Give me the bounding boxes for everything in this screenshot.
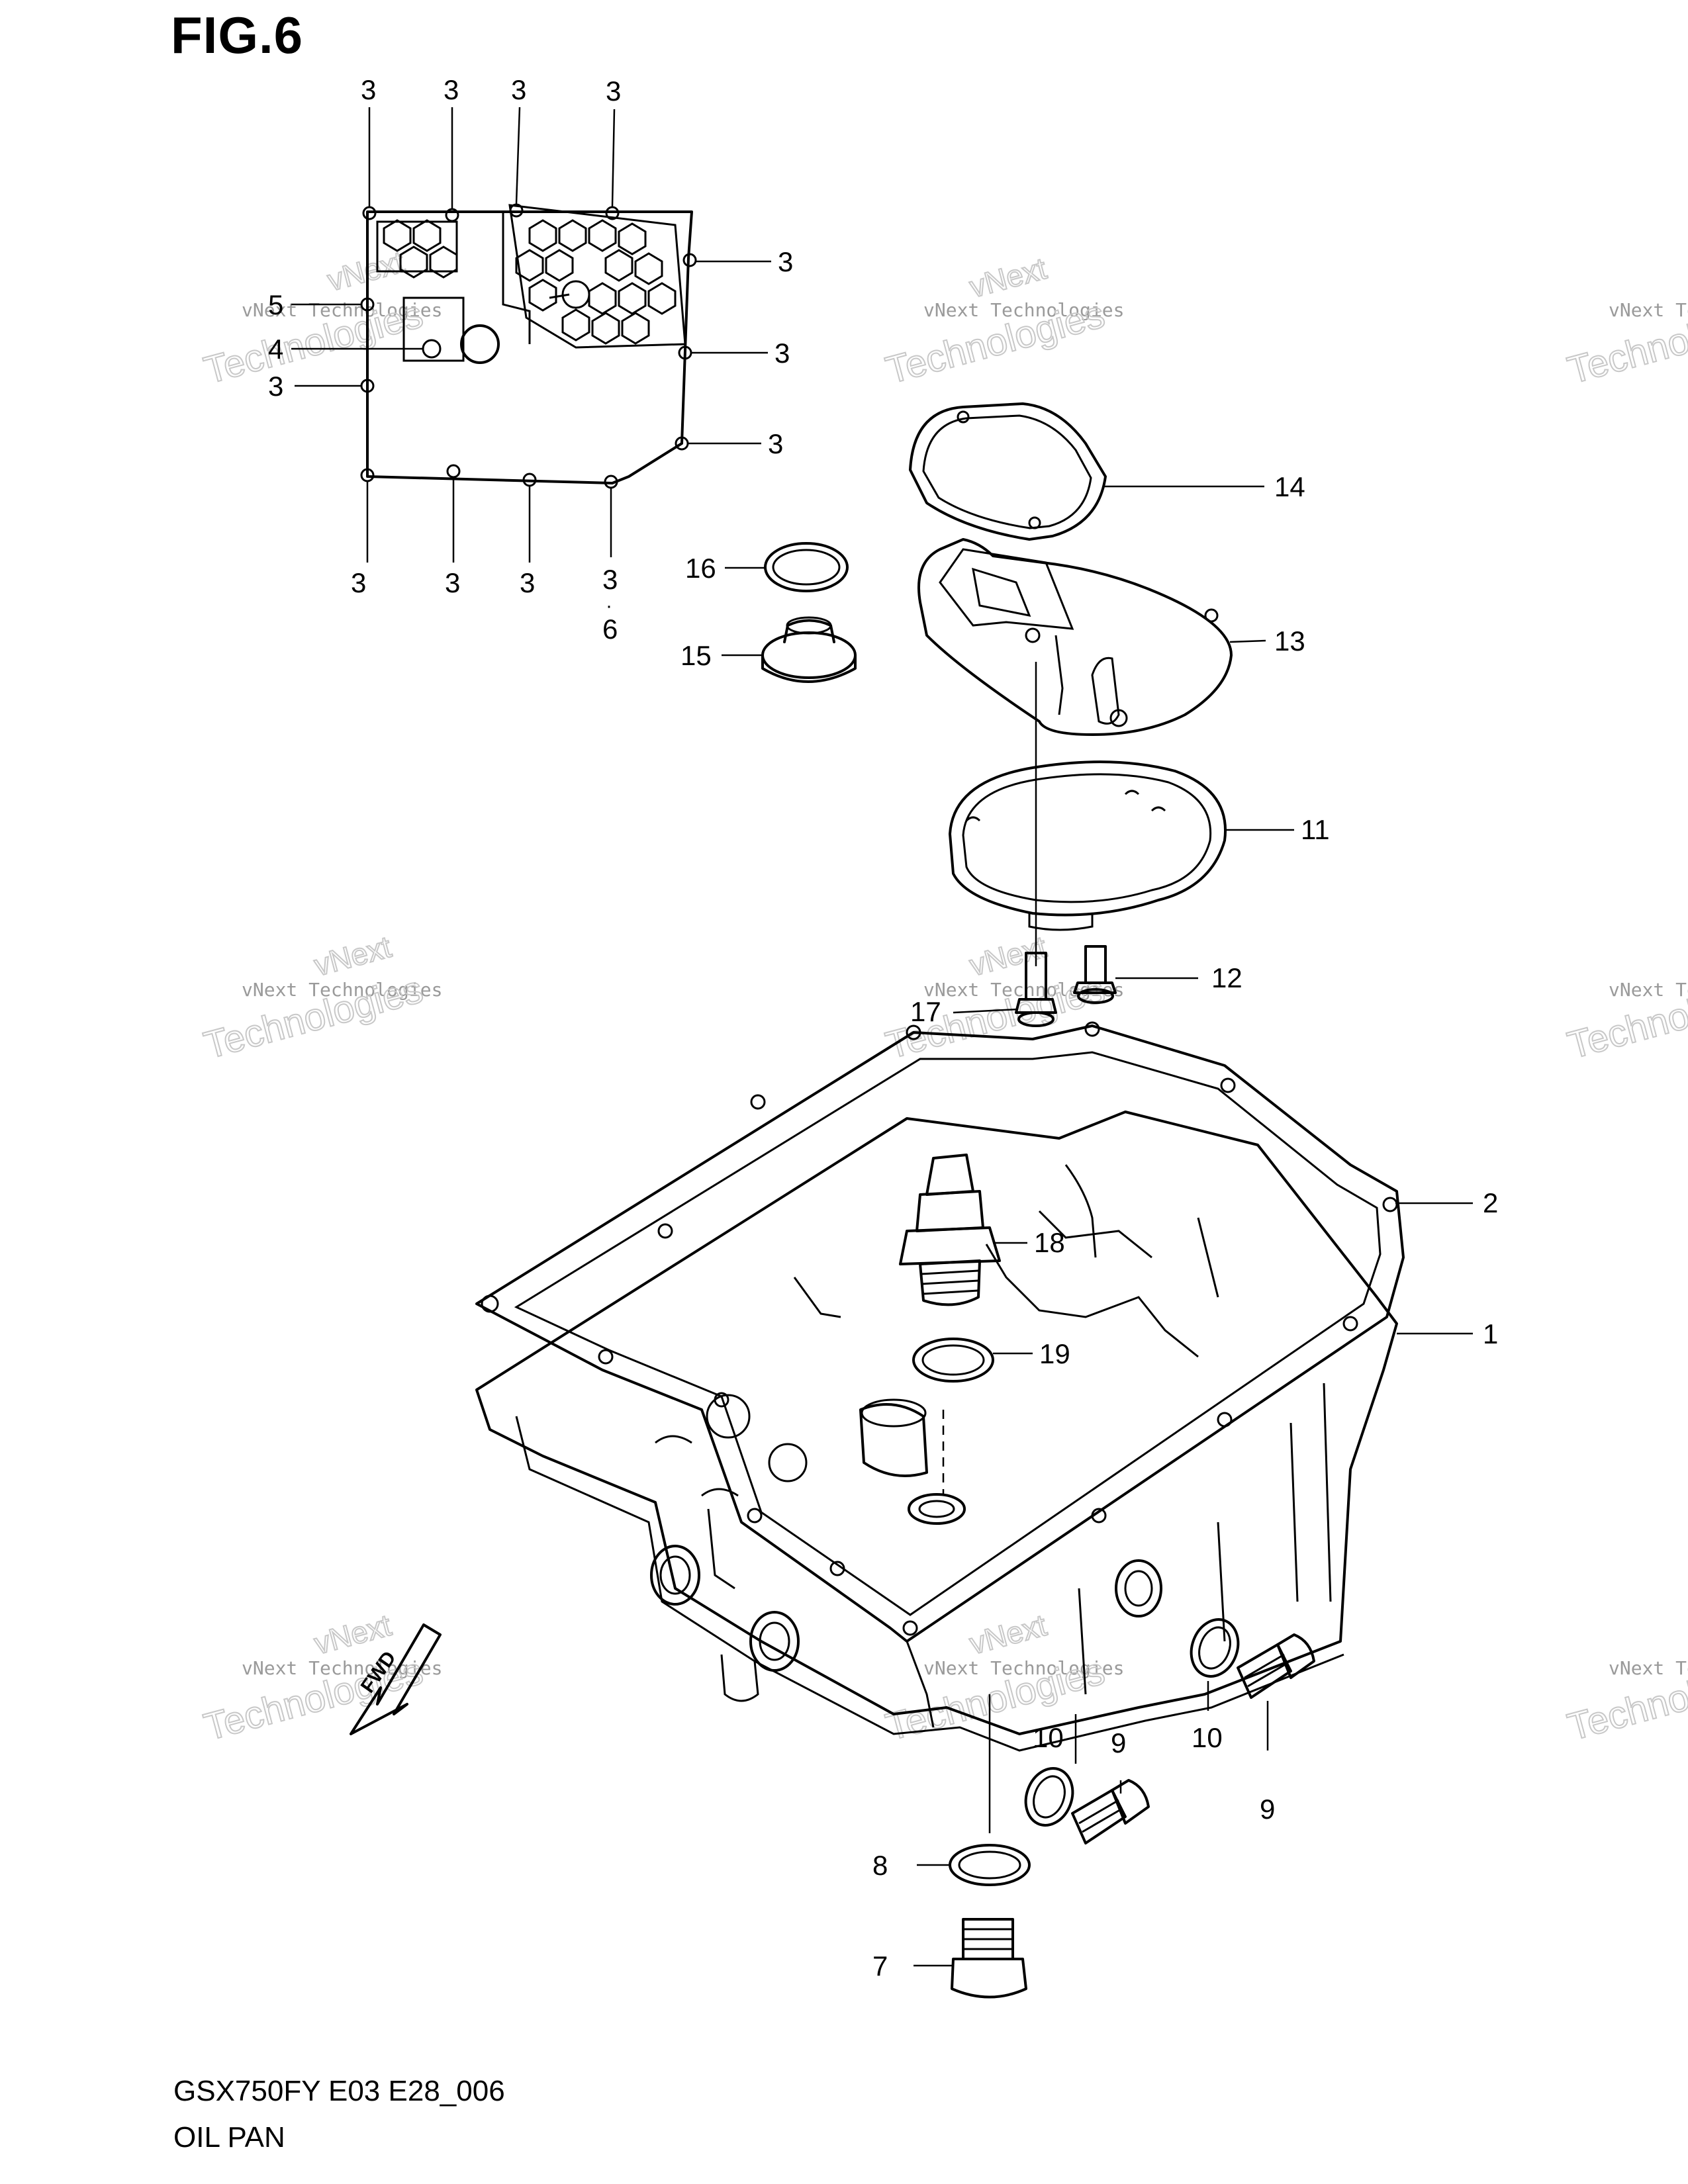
svg-text:vNext Technologies: vNext Technologies (242, 979, 442, 1001)
watermark: vNext Technologies Technologies (1563, 292, 1688, 392)
callout-5: 5 (268, 289, 283, 320)
svg-text:vNext: vNext (966, 251, 1050, 304)
watermark: vNext Technologies Technologies (1563, 1649, 1688, 1749)
model-code: GSX750FY E03 E28_006 (173, 2075, 505, 2107)
drain-washer-10b (1190, 1618, 1240, 1711)
callout-19: 19 (1039, 1338, 1070, 1369)
oil-strainer (917, 538, 1266, 966)
callout-9: 9 (1111, 1727, 1126, 1758)
drain-washer-10a (1024, 1767, 1074, 1827)
drain-plug-9a (1071, 1779, 1150, 1844)
callout-14: 14 (1274, 471, 1305, 502)
callout-3: 3 (774, 338, 790, 369)
oil-strainer-plate (291, 107, 771, 563)
callout-3: 3 (444, 74, 459, 105)
callout-3: 3 (268, 371, 283, 402)
strainer-o-ring-gasket (949, 760, 1294, 931)
bolts (953, 945, 1198, 1027)
callout-11: 11 (1301, 814, 1330, 845)
svg-text:vNext Technologies: vNext Technologies (923, 299, 1124, 321)
oil-pan (475, 1111, 1473, 1833)
svg-text:vNext: vNext (966, 1608, 1050, 1661)
callout-8: 8 (872, 1850, 888, 1881)
callout-3: 3 (351, 567, 366, 598)
callout-3: 3 (602, 564, 618, 595)
watermark: vNext vNext Technologies Technologies (199, 244, 443, 393)
sealing-washer (912, 1338, 1033, 1383)
callout-3: 3 (361, 74, 376, 105)
callout-4: 4 (268, 334, 283, 365)
svg-text:vNext: vNext (966, 929, 1050, 983)
svg-text:vNext Technologies: vNext Technologies (1609, 1657, 1688, 1679)
callout-3: 3 (606, 75, 621, 107)
drain-plug-cap (722, 616, 857, 683)
part-group-name: OIL PAN (173, 2121, 285, 2154)
watermark: vNext vNext Technologies Technologies (881, 250, 1125, 393)
callout-3: 3 (778, 246, 793, 277)
strainer-gasket (909, 402, 1264, 541)
callout-10: 10 (1033, 1722, 1064, 1753)
svg-text:vNext Technologies: vNext Technologies (923, 1657, 1124, 1679)
callout-12: 12 (1211, 962, 1243, 993)
callout-3: 3 (768, 428, 783, 459)
watermark: vNext vNext Technologies Technologies (199, 1607, 443, 1750)
callout-16: 16 (685, 553, 716, 584)
svg-text:vNext: vNext (310, 929, 395, 983)
svg-text:vNext Technologies: vNext Technologies (1609, 979, 1688, 1001)
watermark: vNext Technologies Technologies (1563, 967, 1688, 1068)
oil-pan-gasket (475, 1021, 1473, 1643)
strainer-mesh (383, 219, 677, 345)
bolt-holes (360, 203, 697, 489)
watermark: vNext vNext Technologies Technologies (199, 929, 443, 1068)
callout-7: 7 (872, 1950, 888, 1981)
callout-18: 18 (1034, 1227, 1065, 1258)
callout-3: 3 (520, 567, 535, 598)
callout-13: 13 (1274, 625, 1305, 657)
callout-3: 3 (511, 74, 526, 105)
svg-text:vNext Technologies: vNext Technologies (1609, 299, 1688, 321)
callout-3: 3 (445, 567, 460, 598)
drain-plug-9b (1237, 1633, 1315, 1751)
callout-1: 1 (1483, 1318, 1498, 1349)
svg-text:·: · (606, 595, 612, 617)
figure-title: FIG.6 (171, 6, 304, 64)
drain-plug-7 (914, 1918, 1027, 1999)
callout-15: 15 (680, 640, 712, 671)
oil-pressure-switch (899, 1154, 1027, 1306)
drain-o-ring (725, 542, 849, 592)
callout-6: 6 (602, 614, 618, 645)
callout-10: 10 (1192, 1722, 1223, 1753)
callout-labels: 3 3 3 3 3 3 3 3 3 3 3 3 5 4 6 14 16 15 1… (268, 74, 1498, 1981)
callout-9: 9 (1260, 1794, 1275, 1825)
callout-2: 2 (1483, 1187, 1498, 1218)
svg-text:vNext Technologies: vNext Technologies (242, 1657, 442, 1679)
svg-text:vNext Technologies: vNext Technologies (242, 299, 442, 321)
callout-17: 17 (910, 996, 941, 1027)
drain-washer-8 (917, 1844, 1031, 1886)
